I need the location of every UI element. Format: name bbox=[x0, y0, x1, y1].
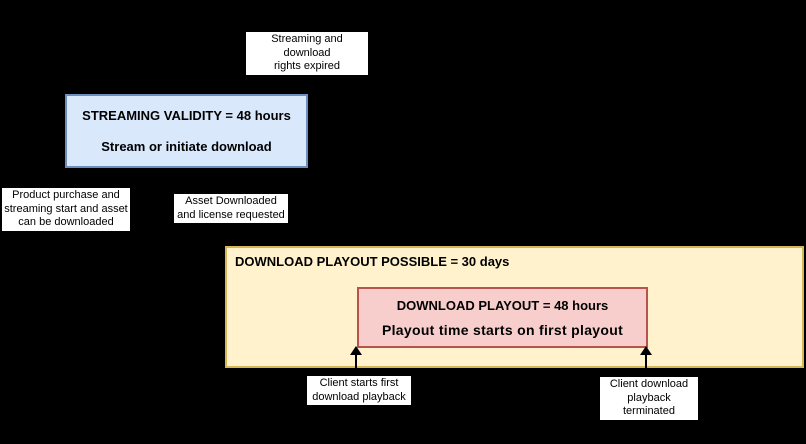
arrow-stem bbox=[645, 352, 647, 378]
streaming-validity-subtitle: Stream or initiate download bbox=[101, 139, 272, 154]
download-playout-box: DOWNLOAD PLAYOUT = 48 hours Playout time… bbox=[357, 287, 648, 348]
annotation-asset-downloaded: Asset Downloaded and license requested bbox=[174, 194, 288, 223]
annotation-product-purchase: Product purchase and streaming start and… bbox=[2, 188, 130, 231]
streaming-validity-title: STREAMING VALIDITY = 48 hours bbox=[82, 108, 291, 123]
download-playout-title: DOWNLOAD PLAYOUT = 48 hours bbox=[396, 297, 609, 313]
annotation-rights-expired: Streaming and download rights expired bbox=[246, 32, 368, 75]
streaming-validity-box: STREAMING VALIDITY = 48 hours Stream or … bbox=[65, 94, 308, 168]
annotation-client-terminated: Client download playback terminated bbox=[600, 377, 698, 420]
arrow-up-icon bbox=[350, 346, 362, 355]
arrow-stem bbox=[355, 352, 357, 378]
annotation-client-starts: Client starts first download playback bbox=[307, 376, 411, 405]
download-playout-subtitle: Playout time starts on first playout bbox=[381, 321, 624, 338]
download-playout-possible-title: DOWNLOAD PLAYOUT POSSIBLE = 30 days bbox=[235, 254, 510, 269]
arrow-up-icon bbox=[640, 346, 652, 355]
